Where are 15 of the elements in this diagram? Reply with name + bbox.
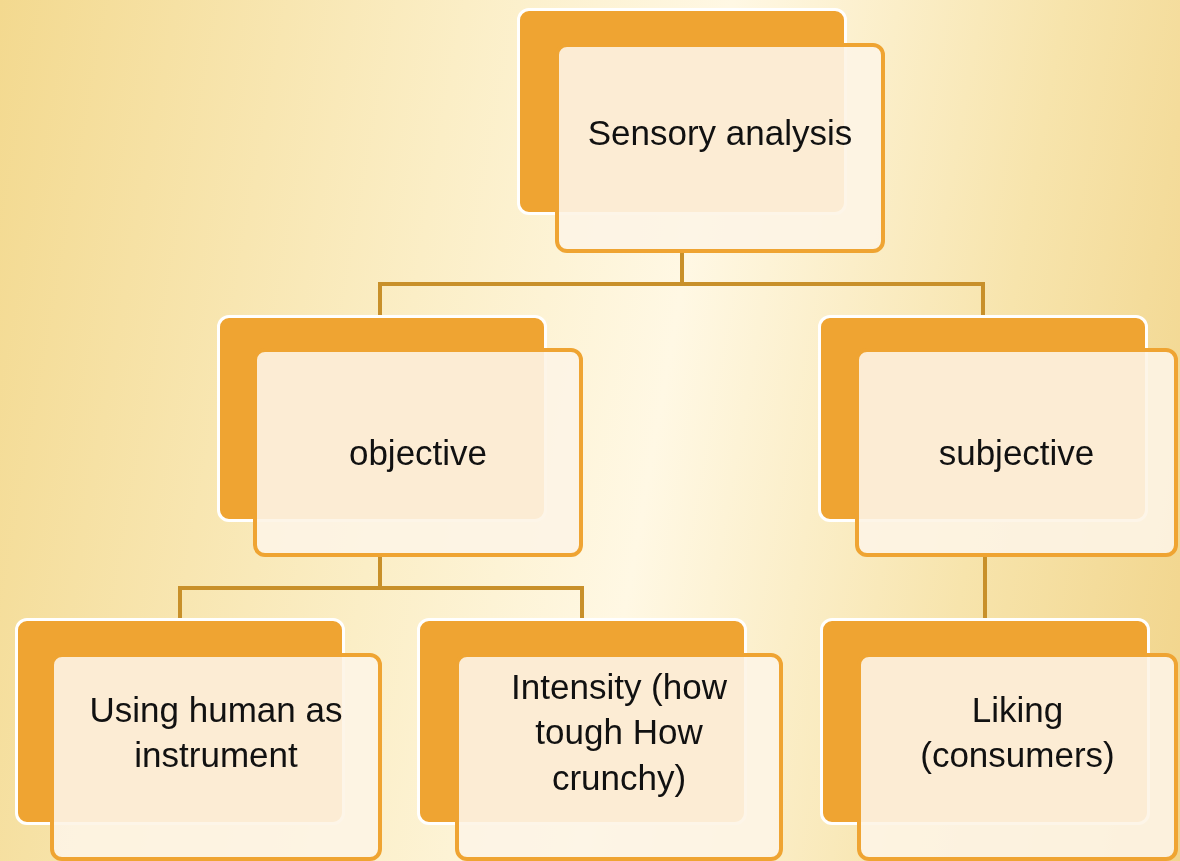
- layered-card: [417, 618, 783, 861]
- node-label: Intensity (how tough How crunchy): [510, 665, 728, 799]
- layered-card: [217, 315, 583, 557]
- node-label: objective: [348, 431, 488, 474]
- node-label: Sensory analysis: [587, 112, 853, 155]
- node-label: Liking (consumers): [919, 688, 1116, 776]
- layered-card: [517, 8, 885, 253]
- layered-card: [820, 618, 1178, 861]
- connector-line: [378, 557, 584, 618]
- connector-line: [983, 557, 987, 618]
- node-label: subjective: [938, 431, 1095, 474]
- connector-line: [680, 253, 985, 315]
- layered-card: [15, 618, 382, 861]
- layered-card: [818, 315, 1178, 557]
- node-label: Using human as instrument: [88, 688, 344, 776]
